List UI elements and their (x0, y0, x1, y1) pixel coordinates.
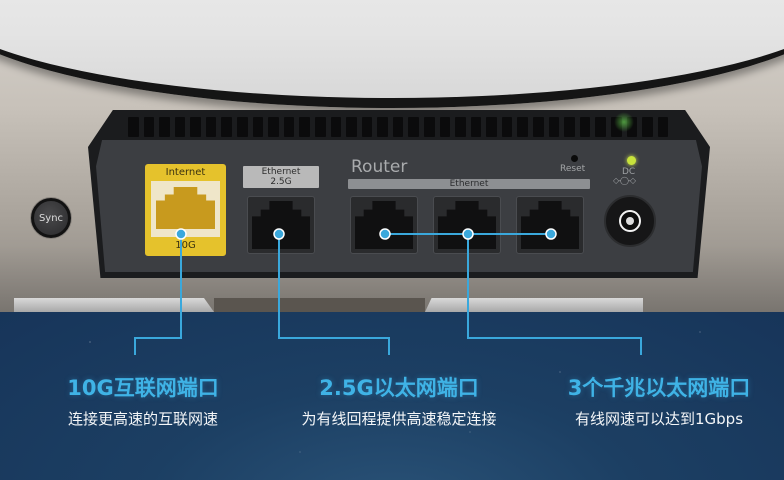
dc-label: DC (622, 167, 636, 177)
router-foot-left (14, 298, 214, 312)
internet-port[interactable] (151, 181, 220, 237)
ethernet-25g-port[interactable] (247, 196, 315, 254)
starfield-background (0, 312, 784, 480)
router-ethernet-tag: Ethernet (348, 179, 590, 189)
sync-button[interactable]: Sync (31, 198, 71, 238)
ethernet-25g-tag: Ethernet 2.5G (243, 166, 319, 188)
feature-gigabit-ethernet: 3个千兆以太网端口 有线网速可以达到1Gbps (548, 372, 770, 429)
internet-port-speed: 10G (175, 240, 196, 251)
feature-title: 2.5G以太网端口 (319, 376, 479, 400)
feature-description: 连接更高速的互联网速 (67, 410, 218, 428)
dc-power-jack[interactable] (604, 195, 656, 247)
status-led-glow (614, 112, 634, 132)
vent-grille (128, 117, 669, 137)
router-foot-gap (214, 298, 425, 312)
feature-info-area (0, 312, 784, 480)
reset-button[interactable] (571, 155, 578, 162)
dc-jack-ring (619, 210, 641, 232)
internet-port-label: Internet (165, 167, 206, 178)
feature-description: 为有线回程提供高速稳定连接 (301, 410, 497, 428)
router-foot-right (425, 298, 643, 312)
router-ethernet-port-1[interactable] (350, 196, 418, 254)
router-ethernet-port-3[interactable] (516, 196, 584, 254)
dc-jack-pin (626, 217, 634, 225)
power-led-icon (627, 156, 636, 165)
feature-10g-internet: 10G互联网端口 连接更高速的互联网速 (48, 372, 238, 429)
internet-port-plate: Internet 10G (145, 164, 226, 256)
ethernet-25g-label: Ethernet (261, 167, 301, 177)
feature-description: 有线网速可以达到1Gbps (574, 410, 744, 428)
dc-polarity-icon: ◇-◯-◇ (613, 176, 636, 185)
feature-25g-ethernet: 2.5G以太网端口 为有线回程提供高速稳定连接 (278, 372, 520, 429)
ethernet-25g-speed: 2.5G (270, 177, 292, 187)
feature-title: 10G互联网端口 (67, 376, 219, 400)
feature-title: 3个千兆以太网端口 (567, 376, 751, 400)
sync-button-label: Sync (38, 212, 64, 224)
reset-label: Reset (560, 164, 586, 174)
router-section-title: Router (351, 157, 408, 177)
